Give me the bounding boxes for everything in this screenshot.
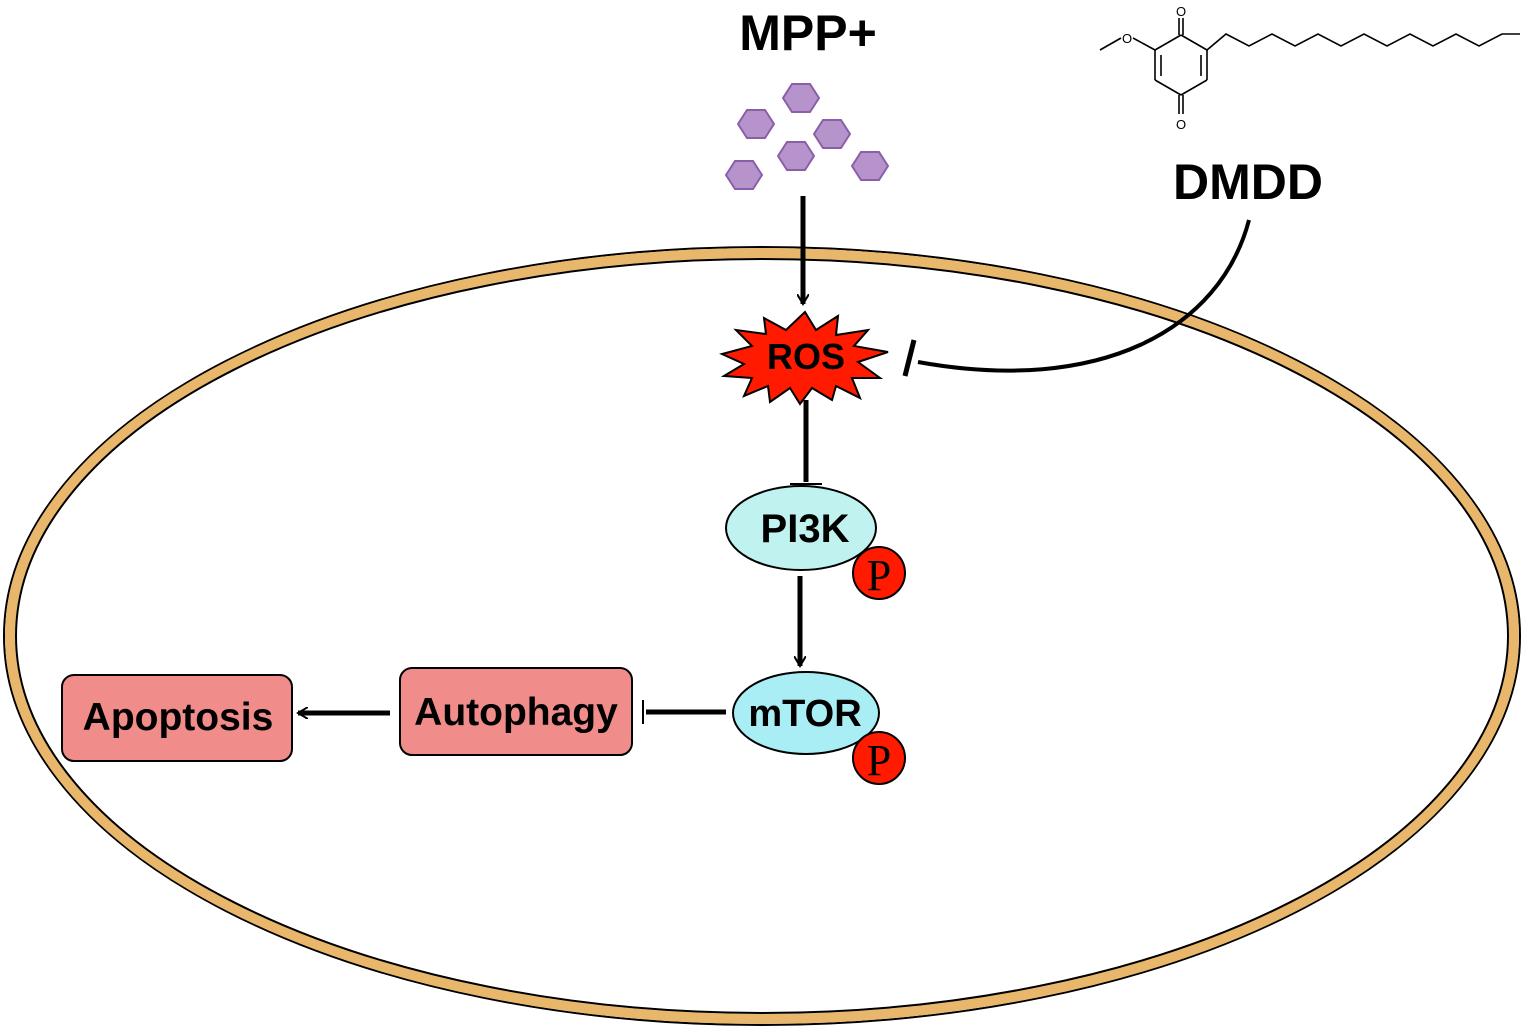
autophagy-box — [399, 667, 633, 756]
mpp-label: MPP+ — [739, 5, 877, 61]
membrane-fill — [5, 248, 1519, 1024]
autophagy-label: Autophagy — [414, 691, 618, 734]
pi3k-phospho-circle — [852, 546, 906, 600]
mtor-node: mTOR P — [732, 671, 906, 785]
mpp-molecules — [724, 83, 890, 190]
mpp-hexagon — [781, 83, 821, 113]
dmdd-oxygen-bottom: O — [1176, 117, 1186, 132]
cell-membrane — [3, 246, 1521, 1026]
mpp-hexagon — [850, 151, 890, 181]
pi3k-phospho-label: P — [867, 551, 891, 600]
ros-burst: ROS — [719, 310, 889, 406]
mpp-hexagon — [776, 141, 816, 171]
dmdd-oxygen-top: O — [1176, 4, 1186, 19]
apoptosis-node: Apoptosis — [61, 674, 293, 762]
mtor-phospho-label: P — [867, 736, 891, 785]
dmdd-label: DMDD — [1173, 154, 1323, 210]
membrane-outer — [3, 246, 1521, 1026]
mpp-hexagon — [736, 109, 776, 139]
dmdd-inhibition-bar — [902, 339, 917, 377]
mtor-label: mTOR — [748, 693, 861, 735]
mpp-hexagon — [812, 119, 852, 149]
pi3k-label: PI3K — [761, 507, 850, 551]
autophagy-node: Autophagy — [399, 667, 633, 756]
apoptosis-box — [61, 674, 293, 762]
pi3k-node: PI3K P — [725, 485, 906, 600]
dmdd-to-ros-inhibition — [917, 219, 1251, 373]
dmdd-oxygen-methoxy: O — [1122, 31, 1132, 46]
ros-star — [719, 310, 889, 406]
ros-label: ROS — [767, 336, 845, 377]
mpp-hexagon — [724, 160, 764, 190]
dmdd-structure — [1099, 18, 1520, 114]
pi3k-ellipse — [725, 485, 877, 571]
apoptosis-label: Apoptosis — [83, 696, 274, 739]
mtor-phospho-circle — [852, 731, 906, 785]
mtor-ellipse — [732, 671, 880, 755]
membrane-inner — [15, 258, 1509, 1014]
